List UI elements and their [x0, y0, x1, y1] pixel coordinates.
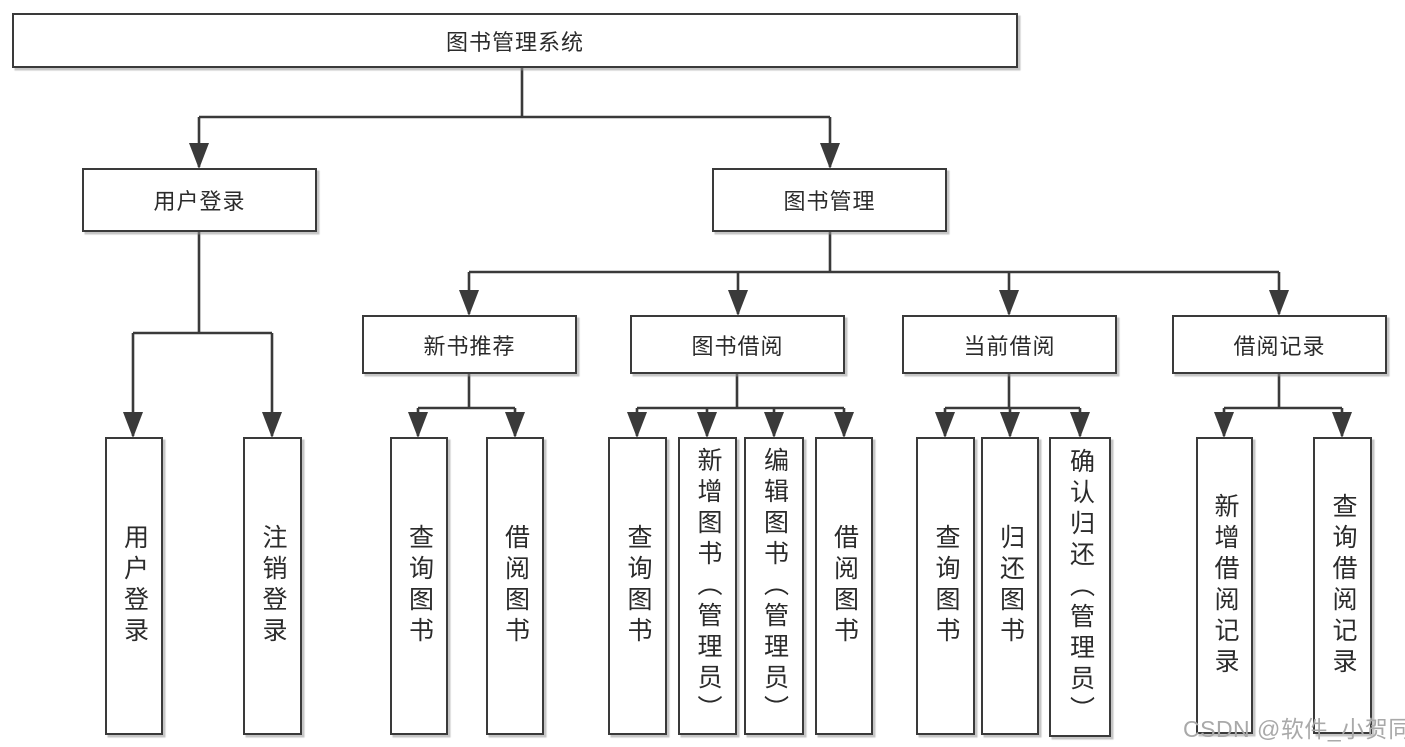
node-label: 查询借阅记录: [1329, 492, 1357, 679]
node-leaf-recommend-query-books: 查询图书: [390, 437, 448, 735]
node-label: 归还图书: [996, 524, 1025, 648]
edges-new-book-recommend: [408, 374, 525, 438]
node-label: 图书管理: [783, 189, 876, 214]
node-borrow-records: 借阅记录: [1172, 315, 1387, 374]
node-root: 图书管理系统: [12, 13, 1018, 68]
node-label: 编辑图书（管理员）: [760, 446, 789, 726]
node-leaf-user-login: 用户登录: [105, 437, 163, 735]
node-current-borrow: 当前借阅: [902, 315, 1117, 374]
node-label: 图书借阅: [691, 333, 784, 359]
node-leaf-query-borrow-record: 查询借阅记录: [1313, 437, 1372, 734]
node-leaf-recommend-borrow-books: 借阅图书: [486, 437, 544, 735]
node-label: 图书管理系统: [445, 29, 584, 55]
node-label: 借阅图书: [830, 524, 859, 648]
node-leaf-return-books: 归还图书: [981, 437, 1039, 735]
node-label: 注销登录: [259, 524, 287, 648]
node-book-borrow: 图书借阅: [630, 315, 845, 374]
edges-book-management: [459, 232, 1289, 316]
node-leaf-add-borrow-record: 新增借阅记录: [1196, 437, 1253, 734]
node-leaf-edit-books-admin: 编辑图书（管理员）: [744, 437, 804, 735]
node-new-book-recommend: 新书推荐: [362, 315, 577, 374]
node-label: 用户登录: [120, 524, 149, 648]
edges-borrow-records: [1214, 374, 1352, 438]
edges-user-login: [123, 232, 282, 438]
node-label: 当前借阅: [963, 333, 1056, 359]
node-leaf-borrow-query-books: 查询图书: [608, 437, 667, 735]
edges-current-borrow: [935, 374, 1090, 438]
edges-root: [189, 68, 840, 169]
node-label: 查询图书: [405, 524, 434, 648]
node-leaf-current-query-books: 查询图书: [916, 437, 975, 735]
node-leaf-add-books-admin: 新增图书（管理员）: [678, 437, 737, 735]
node-label: 新增图书（管理员）: [694, 446, 722, 726]
node-label: 确认归还（管理员）: [1066, 447, 1095, 727]
node-leaf-logout: 注销登录: [243, 437, 302, 735]
watermark-text: CSDN @软件_小贺同学: [1183, 716, 1405, 742]
node-label: 新增借阅记录: [1211, 492, 1239, 679]
node-label: 查询图书: [932, 524, 960, 648]
node-leaf-confirm-return-admin: 确认归还（管理员）: [1049, 437, 1111, 737]
node-label: 借阅记录: [1233, 333, 1326, 359]
node-book-management: 图书管理: [712, 168, 947, 232]
node-leaf-borrow-borrow-books: 借阅图书: [815, 437, 873, 735]
node-label: 查询图书: [624, 524, 652, 648]
edges-book-borrow: [627, 374, 854, 438]
node-label: 新书推荐: [423, 333, 516, 359]
node-label: 用户登录: [153, 189, 246, 214]
node-user-login: 用户登录: [82, 168, 317, 232]
node-label: 借阅图书: [501, 524, 530, 648]
